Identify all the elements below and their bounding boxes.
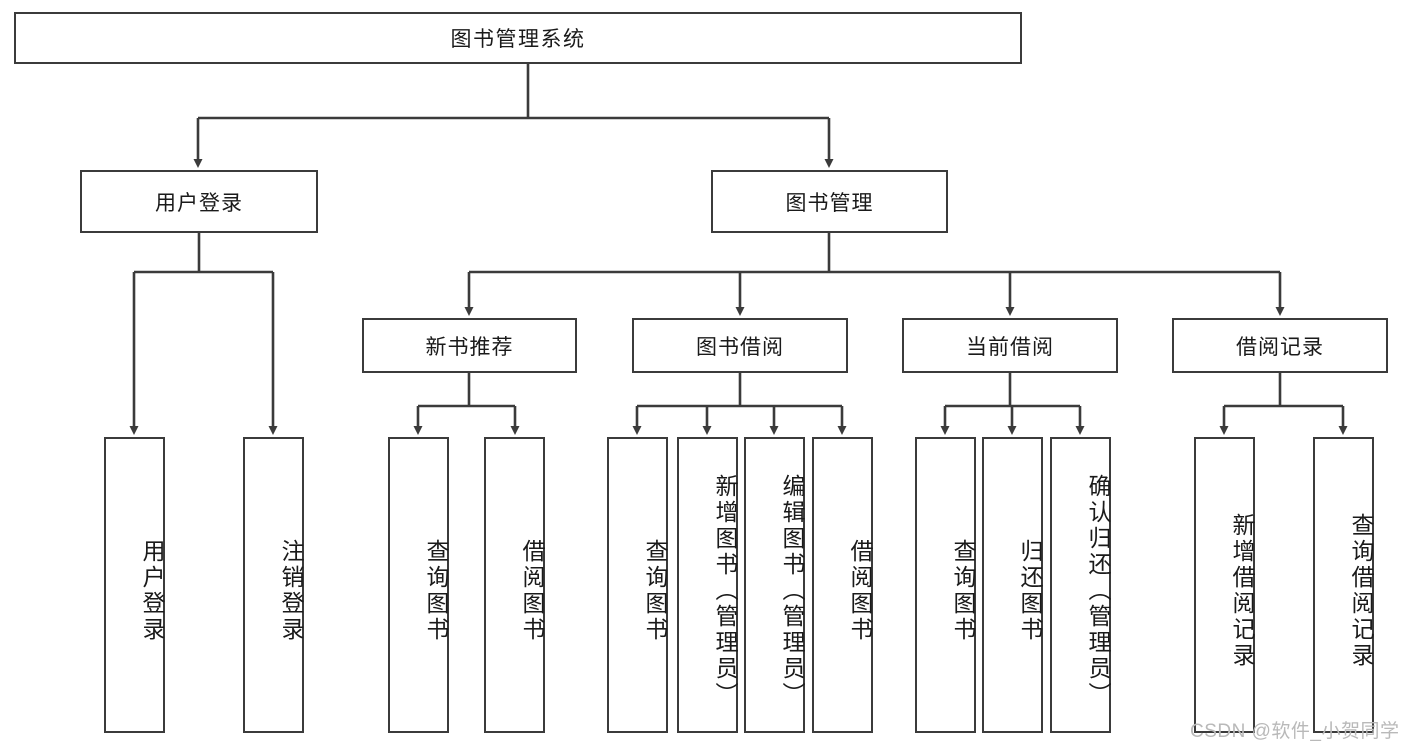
node-leaf-logout-login[interactable]: 注销登录 [243, 437, 304, 733]
node-leaf-query-book-1-label: 查询图书 [423, 539, 449, 643]
node-leaf-borrow-book-2-label: 借阅图书 [847, 539, 873, 643]
node-leaf-add-borrow-record-label: 新增借阅记录 [1229, 513, 1255, 669]
node-user-login-label: 用户登录 [155, 191, 243, 215]
node-new-book-recommend[interactable]: 新书推荐 [362, 318, 577, 373]
node-borrow-record-label: 借阅记录 [1236, 335, 1324, 359]
node-borrow-record[interactable]: 借阅记录 [1172, 318, 1388, 373]
node-leaf-confirm-return-admin[interactable]: 确认归还（管理员） [1050, 437, 1111, 733]
node-leaf-query-book-3-label: 查询图书 [950, 539, 976, 643]
node-user-login[interactable]: 用户登录 [80, 170, 318, 233]
node-root-label: 图书管理系统 [450, 28, 586, 51]
node-leaf-add-book-admin-label: 新增图书（管理员） [712, 474, 738, 708]
node-leaf-confirm-return-admin-label: 确认归还（管理员） [1085, 474, 1111, 708]
node-root[interactable]: 图书管理系统 [14, 12, 1022, 64]
csdn-watermark: CSDN @软件_小贺同学 [1190, 721, 1400, 742]
node-leaf-edit-book-admin[interactable]: 编辑图书（管理员） [744, 437, 805, 733]
node-current-borrow[interactable]: 当前借阅 [902, 318, 1118, 373]
node-leaf-query-book-1[interactable]: 查询图书 [388, 437, 449, 733]
node-book-borrow-label: 图书借阅 [696, 335, 784, 359]
node-book-borrow[interactable]: 图书借阅 [632, 318, 848, 373]
node-new-book-recommend-label: 新书推荐 [425, 335, 514, 359]
node-current-borrow-label: 当前借阅 [966, 335, 1054, 359]
node-leaf-query-book-2[interactable]: 查询图书 [607, 437, 668, 733]
node-leaf-return-book[interactable]: 归还图书 [982, 437, 1043, 733]
node-leaf-add-book-admin[interactable]: 新增图书（管理员） [677, 437, 738, 733]
node-book-management[interactable]: 图书管理 [711, 170, 948, 233]
node-leaf-add-borrow-record[interactable]: 新增借阅记录 [1194, 437, 1255, 733]
node-leaf-edit-book-admin-label: 编辑图书（管理员） [779, 474, 805, 708]
node-leaf-query-book-2-label: 查询图书 [642, 539, 668, 643]
node-book-management-label: 图书管理 [785, 191, 874, 215]
node-leaf-borrow-book-2[interactable]: 借阅图书 [812, 437, 873, 733]
node-leaf-query-borrow-record[interactable]: 查询借阅记录 [1313, 437, 1374, 733]
node-leaf-borrow-book-1[interactable]: 借阅图书 [484, 437, 545, 733]
node-leaf-user-login-label: 用户登录 [139, 539, 165, 643]
node-leaf-return-book-label: 归还图书 [1017, 539, 1043, 643]
node-leaf-query-borrow-record-label: 查询借阅记录 [1348, 513, 1374, 669]
node-leaf-user-login[interactable]: 用户登录 [104, 437, 165, 733]
node-leaf-query-book-3[interactable]: 查询图书 [915, 437, 976, 733]
node-leaf-borrow-book-1-label: 借阅图书 [519, 539, 545, 643]
node-leaf-logout-login-label: 注销登录 [278, 539, 304, 643]
